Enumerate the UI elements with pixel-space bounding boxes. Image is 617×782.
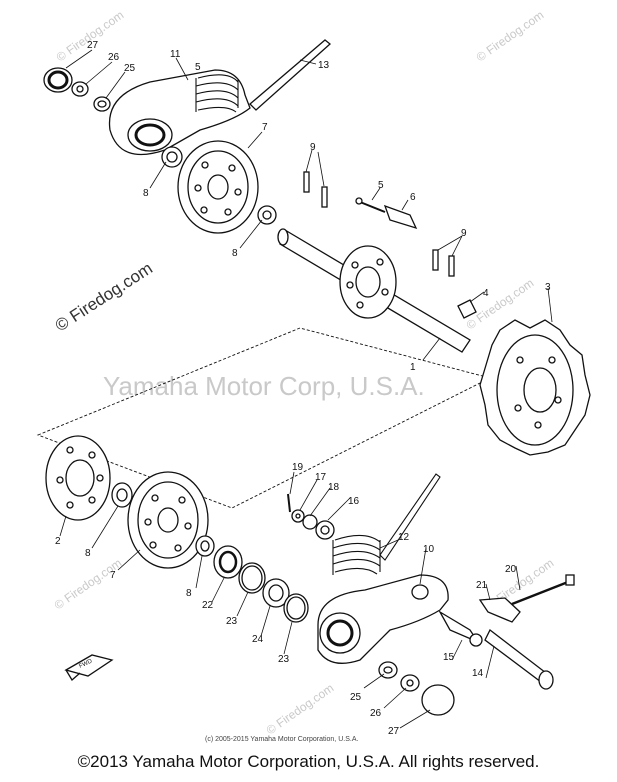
wheel-7-lower <box>127 471 209 569</box>
callout-18: 18 <box>328 482 340 493</box>
firedog-watermark: © Firedog.com <box>52 556 125 613</box>
callout-23: 23 <box>226 616 238 627</box>
arm-11 <box>108 69 251 156</box>
spacer-8-upper-b <box>257 205 277 225</box>
callout-5: 5 <box>378 180 384 191</box>
callout-20: 20 <box>505 564 517 575</box>
callout-27: 27 <box>87 40 99 51</box>
shaft-1 <box>277 228 471 353</box>
cap-27-upper <box>43 67 73 93</box>
washer-18 <box>302 514 318 530</box>
washer-16 <box>315 520 335 540</box>
nut-26-upper <box>71 81 89 97</box>
callout-23: 23 <box>278 654 290 665</box>
callout-9: 9 <box>461 228 467 239</box>
callout-22: 22 <box>202 600 214 611</box>
leader-lines <box>59 49 553 729</box>
ring-23-a <box>238 562 266 594</box>
callout-4: 4 <box>483 288 489 299</box>
callout-26: 26 <box>370 708 382 719</box>
small-copyright: (c) 2005-2015 Yamaha Motor Corporation, … <box>205 736 358 743</box>
pin-19 <box>287 493 291 513</box>
callout-27: 27 <box>388 726 400 737</box>
callout-25: 25 <box>350 692 362 703</box>
callout-17: 17 <box>315 472 327 483</box>
callout-5: 5 <box>195 62 201 73</box>
callout-10: 10 <box>423 544 435 555</box>
fwd-marker <box>64 654 114 682</box>
callout-3: 3 <box>545 282 551 293</box>
plate-6 <box>383 204 418 230</box>
callout-13: 13 <box>318 60 330 71</box>
firedog-watermark: © Firedog.com <box>264 681 337 738</box>
fwd-label: FWD <box>78 658 94 669</box>
callout-2: 2 <box>55 536 61 547</box>
spring-5-upper <box>195 74 239 113</box>
callout-8: 8 <box>85 548 91 559</box>
bolt-20 <box>511 574 575 606</box>
callout-21: 21 <box>476 580 488 591</box>
callout-19: 19 <box>292 462 304 473</box>
callout-11: 11 <box>170 49 181 60</box>
yamaha-watermark: Yamaha Motor Corp, U.S.A. <box>103 371 425 401</box>
spacer-24 <box>262 578 290 608</box>
callout-26: 26 <box>108 52 120 63</box>
callout-12: 12 <box>398 532 410 543</box>
rod-13 <box>249 39 332 111</box>
callout-9: 9 <box>310 142 316 153</box>
bracket-21 <box>478 597 521 623</box>
callout-6: 6 <box>410 192 416 203</box>
spacer-8-lower-a <box>111 482 133 508</box>
pins-9-lower <box>432 249 455 277</box>
callout-8: 8 <box>232 248 238 259</box>
callout-labels: 27 26 25 11 5 13 7 8 8 9 5 6 9 4 3 1 2 8… <box>55 40 551 737</box>
spacer-8-lower-b <box>195 535 215 557</box>
callout-8: 8 <box>143 188 149 199</box>
arm-10 <box>317 574 449 664</box>
ring-23-b <box>283 593 309 623</box>
callout-16: 16 <box>348 496 360 507</box>
firedog-watermark-main: © Firedog.com <box>52 259 156 336</box>
callout-7: 7 <box>262 122 268 133</box>
firedog-watermark: © Firedog.com <box>474 8 547 65</box>
shaft-14 <box>484 629 554 690</box>
wheel-7-upper <box>177 140 259 234</box>
collar-4 <box>457 299 477 319</box>
callout-25: 25 <box>124 63 136 74</box>
footer-copyright: ©2013 Yamaha Motor Corporation, U.S.A. A… <box>77 752 540 771</box>
spacer-8-upper-a <box>161 146 183 168</box>
wheel-2 <box>45 435 111 521</box>
firedog-watermark: © Firedog.com <box>464 276 537 333</box>
washer-25-upper <box>93 96 111 112</box>
artwork <box>36 39 591 729</box>
cap-27-lower <box>421 684 455 716</box>
callout-8: 8 <box>186 588 192 599</box>
callout-15: 15 <box>443 652 455 663</box>
bolt-5-upper <box>355 197 386 213</box>
pins-9-upper <box>303 171 328 208</box>
collar-15 <box>438 610 483 647</box>
drive-sprocket-3 <box>479 319 591 456</box>
callout-1: 1 <box>410 362 416 373</box>
nut-17 <box>291 509 305 523</box>
spring-12 <box>332 473 441 575</box>
nut-26-lower <box>400 674 420 692</box>
callout-24: 24 <box>252 634 264 645</box>
bearing-22 <box>213 545 243 579</box>
callout-14: 14 <box>472 668 484 679</box>
callout-7: 7 <box>110 570 116 581</box>
